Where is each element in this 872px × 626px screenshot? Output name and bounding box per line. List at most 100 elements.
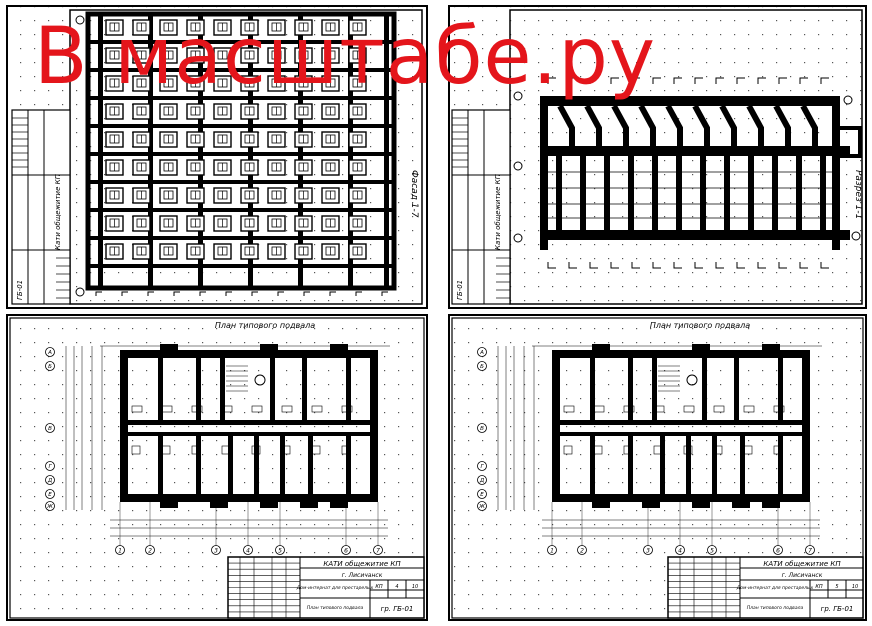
mark [778,262,787,269]
wall [552,350,810,358]
vertical-title: Кати общежитие КП [494,173,502,250]
mark [631,262,640,269]
partition [590,350,595,420]
ground-mark [355,291,362,296]
axis-bubble [477,347,487,357]
floor-band [88,68,394,72]
partition [660,436,665,494]
axis-bubble [477,361,487,371]
mark [820,77,829,84]
partition [302,350,307,420]
mark [820,262,829,269]
duct [584,104,602,146]
fixture [563,405,575,413]
mark [568,77,577,84]
duct [638,104,656,146]
fixture [563,445,573,455]
stamp-code: ГБ-01 [456,280,464,300]
axis-bubble [145,545,155,555]
wall [120,494,378,502]
pilaster [198,14,203,288]
wall [370,350,378,502]
wall-bay [160,498,178,508]
fixture [683,445,693,455]
ground-mark [225,291,232,296]
fixture [281,445,291,455]
annex [834,126,862,158]
mark [610,262,619,269]
mark [652,77,661,84]
mark [715,262,724,269]
watermark: В масштабе.ру [34,12,656,102]
wall-bay [592,344,610,354]
axis-label: Ж [46,504,54,510]
mark [694,262,703,269]
end-wall [540,96,548,250]
post [676,156,682,230]
axis-label: 6 [776,548,780,555]
ground-mark [381,291,388,296]
pilaster [384,14,389,288]
post [772,156,778,230]
post [748,156,754,230]
ground-mark [95,291,102,296]
fixture [653,405,665,413]
title-block: КАТИ общежитие КП г. Лисичанск Дом-интер… [227,556,425,619]
fixture [161,445,171,455]
fixture [341,405,353,413]
vertical-title-block [451,109,511,305]
floor-band [88,124,394,128]
axis-label: В [480,426,484,432]
tb-stage: КП [375,584,383,590]
fixture [713,445,723,455]
pilaster [298,14,303,288]
axis-label: А [47,350,52,356]
fixture [311,445,321,455]
mark [673,77,682,84]
fixture [131,445,141,455]
fixture [281,405,293,413]
mark [757,262,766,269]
corridor-wall [552,420,810,425]
plan-title: План типового подвала [650,321,750,330]
partition [628,436,633,494]
ground-mark [147,291,154,296]
fixture [341,445,351,455]
wall-bay [762,498,780,508]
axis-label: 1 [118,548,122,555]
ground-mark [251,291,258,296]
post [724,156,730,230]
post [796,156,802,230]
partition [686,436,691,494]
floor-band [88,96,394,100]
axis-label: Д [479,478,485,484]
axis-label: Г [48,464,52,470]
wall [552,350,560,502]
post [628,156,634,230]
partition [590,436,595,494]
duct [773,104,791,146]
axis-label: Ж [478,504,486,510]
wall-bay [692,498,710,508]
tb-sheet-name: План типового подвала [307,605,364,611]
fixture [773,445,783,455]
facade-elevation [75,11,397,297]
tb-code: гр. ГБ-01 [821,605,854,613]
tb-project: Дом-интернат для престарелых [296,585,374,591]
wall-bay [592,498,610,508]
axis-bubble [577,545,587,555]
partition [740,436,745,494]
tb-stage: КП [815,584,823,590]
corridor-wall [120,420,378,425]
mark [799,262,808,269]
mark [757,77,766,84]
mark [778,77,787,84]
corridor-wall [552,432,810,436]
axis-bubble [707,545,717,555]
fixture [623,445,633,455]
axis-label: 4 [246,548,250,555]
ground-mark [121,291,128,296]
